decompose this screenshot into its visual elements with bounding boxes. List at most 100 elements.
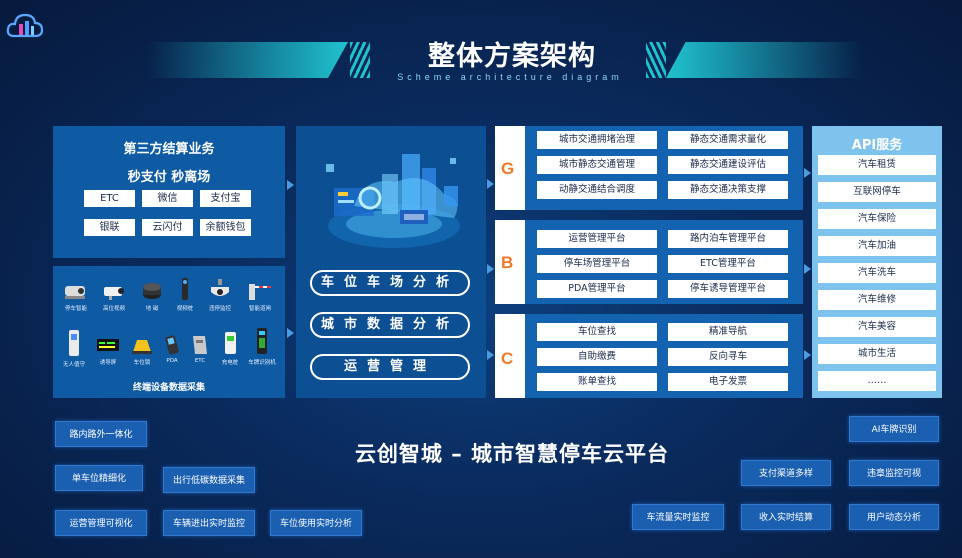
arrow-icon: [804, 264, 811, 274]
device-unattended: 无人值守: [57, 328, 91, 368]
feature-tag: 收入实时结算: [741, 504, 831, 530]
arrow-icon: [487, 179, 494, 189]
pill-operation-management: 运营管理: [310, 354, 470, 380]
c-item: 电子发票: [668, 373, 788, 391]
device-etc: ETC: [183, 332, 217, 364]
api-item: 汽车保险: [818, 209, 936, 229]
feature-tag: 支付渠道多样: [741, 460, 831, 486]
b-panel: B 运营管理平台 路内泊车管理平台 停车场管理平台 ETC管理平台 PDA管理平…: [495, 220, 803, 304]
video-pole-icon: [182, 278, 188, 300]
arrow-icon: [487, 264, 494, 274]
led-screen-icon: [97, 339, 119, 351]
gate-icon: [249, 284, 271, 300]
plate-recognizer-icon: [257, 328, 267, 354]
page-title: 整体方案架构: [428, 41, 596, 72]
platform-slogan: 云创智城 – 城市智慧停车云平台: [354, 442, 670, 466]
api-item: 汽车维修: [818, 290, 936, 310]
b-item: 停车场管理平台: [537, 255, 657, 273]
payment-unionpay: 银联: [84, 219, 135, 236]
b-item: 运营管理平台: [537, 230, 657, 248]
device-guidance-screen: 诱导屏: [91, 334, 125, 366]
cloud-logo-icon: [6, 13, 44, 38]
feature-tag: 违章监控可视: [849, 460, 939, 486]
parking-lock-icon: [132, 340, 152, 354]
g-item: 动静交通结合调度: [537, 181, 657, 199]
device-hd-camera: 高位视频: [97, 280, 131, 312]
geomagnetic-icon: [143, 283, 161, 299]
api-item: 互联网停车: [818, 182, 936, 202]
device-pda: PDA: [155, 334, 189, 364]
device-plate-recognizer: 车牌识别机: [245, 326, 279, 366]
feature-tag: 运营管理可视化: [55, 510, 147, 536]
title-stripes-left: [350, 42, 370, 78]
api-item: ……: [818, 371, 936, 391]
device-smart-gate: 智能道闸: [243, 278, 277, 312]
b-item: 停车诱导管理平台: [668, 280, 788, 298]
settlement-subtitle: 秒支付 秒离场: [127, 170, 211, 185]
pill-city-data-analysis: 城市数据分析: [310, 312, 470, 338]
settlement-title: 第三方结算业务: [123, 142, 215, 157]
device-geomagnetic: 地 磁: [135, 280, 169, 312]
smart-city-illustration-icon: [326, 154, 460, 248]
title-bar-right: [666, 42, 862, 78]
api-item: 汽车租赁: [818, 155, 936, 175]
c-letter: C: [501, 349, 514, 368]
b-item: ETC管理平台: [668, 255, 788, 273]
settlement-panel: 第三方结算业务 秒支付 秒离场 ETC 微信 支付宝 银联 云闪付 余额钱包: [53, 126, 285, 258]
arrow-icon: [804, 350, 811, 360]
feature-tag: 路内路外一体化: [55, 421, 147, 447]
arrow-icon: [804, 168, 811, 178]
arrow-icon: [287, 180, 294, 190]
feature-tag: 用户动态分析: [849, 504, 939, 530]
c-item: 反向寻车: [668, 348, 788, 366]
g-item: 静态交通决策支撑: [668, 181, 788, 199]
feature-tag: 单车位精细化: [55, 465, 143, 491]
device-charging-pile: 充电桩: [213, 330, 247, 366]
c-item: 车位查找: [537, 323, 657, 341]
page-subtitle: Scheme architecture diagram: [397, 72, 623, 82]
arrow-icon: [287, 328, 294, 338]
feature-tag: 出行低碳数据采集: [163, 467, 255, 493]
analysis-panel: 车位车场分析 城市数据分析 运营管理: [296, 126, 486, 398]
pill-parking-analysis: 车位车场分析: [310, 270, 470, 296]
feature-tag: 车辆进出实时监控: [163, 510, 255, 536]
c-panel: C 车位查找 精准导航 自助缴费 反向寻车 账单查找 电子发票: [495, 314, 803, 398]
charging-pile-icon: [225, 332, 236, 354]
pda-icon: [165, 335, 179, 355]
api-item: 汽车美容: [818, 317, 936, 337]
api-panel: API服务 汽车租赁 互联网停车 汽车保险 汽车加油 汽车洗车 汽车维修 汽车美…: [812, 126, 942, 398]
g-panel: G 城市交通拥堵治理 静态交通需求量化 城市静态交通管理 静态交通建设评估 动静…: [495, 126, 803, 210]
device-parking-sensor: 停车智能: [59, 280, 93, 312]
parking-sensor-icon: [65, 286, 85, 299]
camera-icon: [104, 287, 124, 300]
etc-icon: [193, 336, 207, 354]
c-item: 账单查找: [537, 373, 657, 391]
c-item: 自助缴费: [537, 348, 657, 366]
g-letter: G: [501, 159, 515, 178]
c-item: 精准导航: [668, 323, 788, 341]
g-item: 静态交通需求量化: [668, 131, 788, 149]
payment-quickpass: 云闪付: [142, 219, 193, 236]
g-item: 城市静态交通管理: [537, 156, 657, 174]
device-parking-lock: 车位锁: [125, 334, 159, 366]
b-letter: B: [501, 253, 514, 272]
g-item: 静态交通建设评估: [668, 156, 788, 174]
dome-camera-icon: [211, 279, 229, 296]
devices-panel: 停车智能 高位视频 地 磁 视频桩 违停监控 智能道闸 无人值守 诱导屏 车位锁…: [53, 266, 285, 398]
api-item: 汽车加油: [818, 236, 936, 256]
arrow-icon: [487, 350, 494, 360]
payment-etc: ETC: [84, 190, 135, 207]
feature-tag: 车流量实时监控: [632, 504, 724, 530]
kiosk-icon: [69, 330, 79, 356]
feature-tag: AI车牌识别: [849, 416, 939, 442]
payment-alipay: 支付宝: [200, 190, 251, 207]
payment-wallet: 余额钱包: [200, 219, 251, 236]
title-stripes-right: [646, 42, 666, 78]
api-title: API服务: [851, 138, 903, 153]
device-video-pole: 视频桩: [168, 276, 202, 312]
g-item: 城市交通拥堵治理: [537, 131, 657, 149]
title-bar-left: [148, 42, 348, 78]
b-item: PDA管理平台: [537, 280, 657, 298]
devices-footer: 终端设备数据采集: [132, 383, 205, 393]
payment-wechat: 微信: [142, 190, 193, 207]
